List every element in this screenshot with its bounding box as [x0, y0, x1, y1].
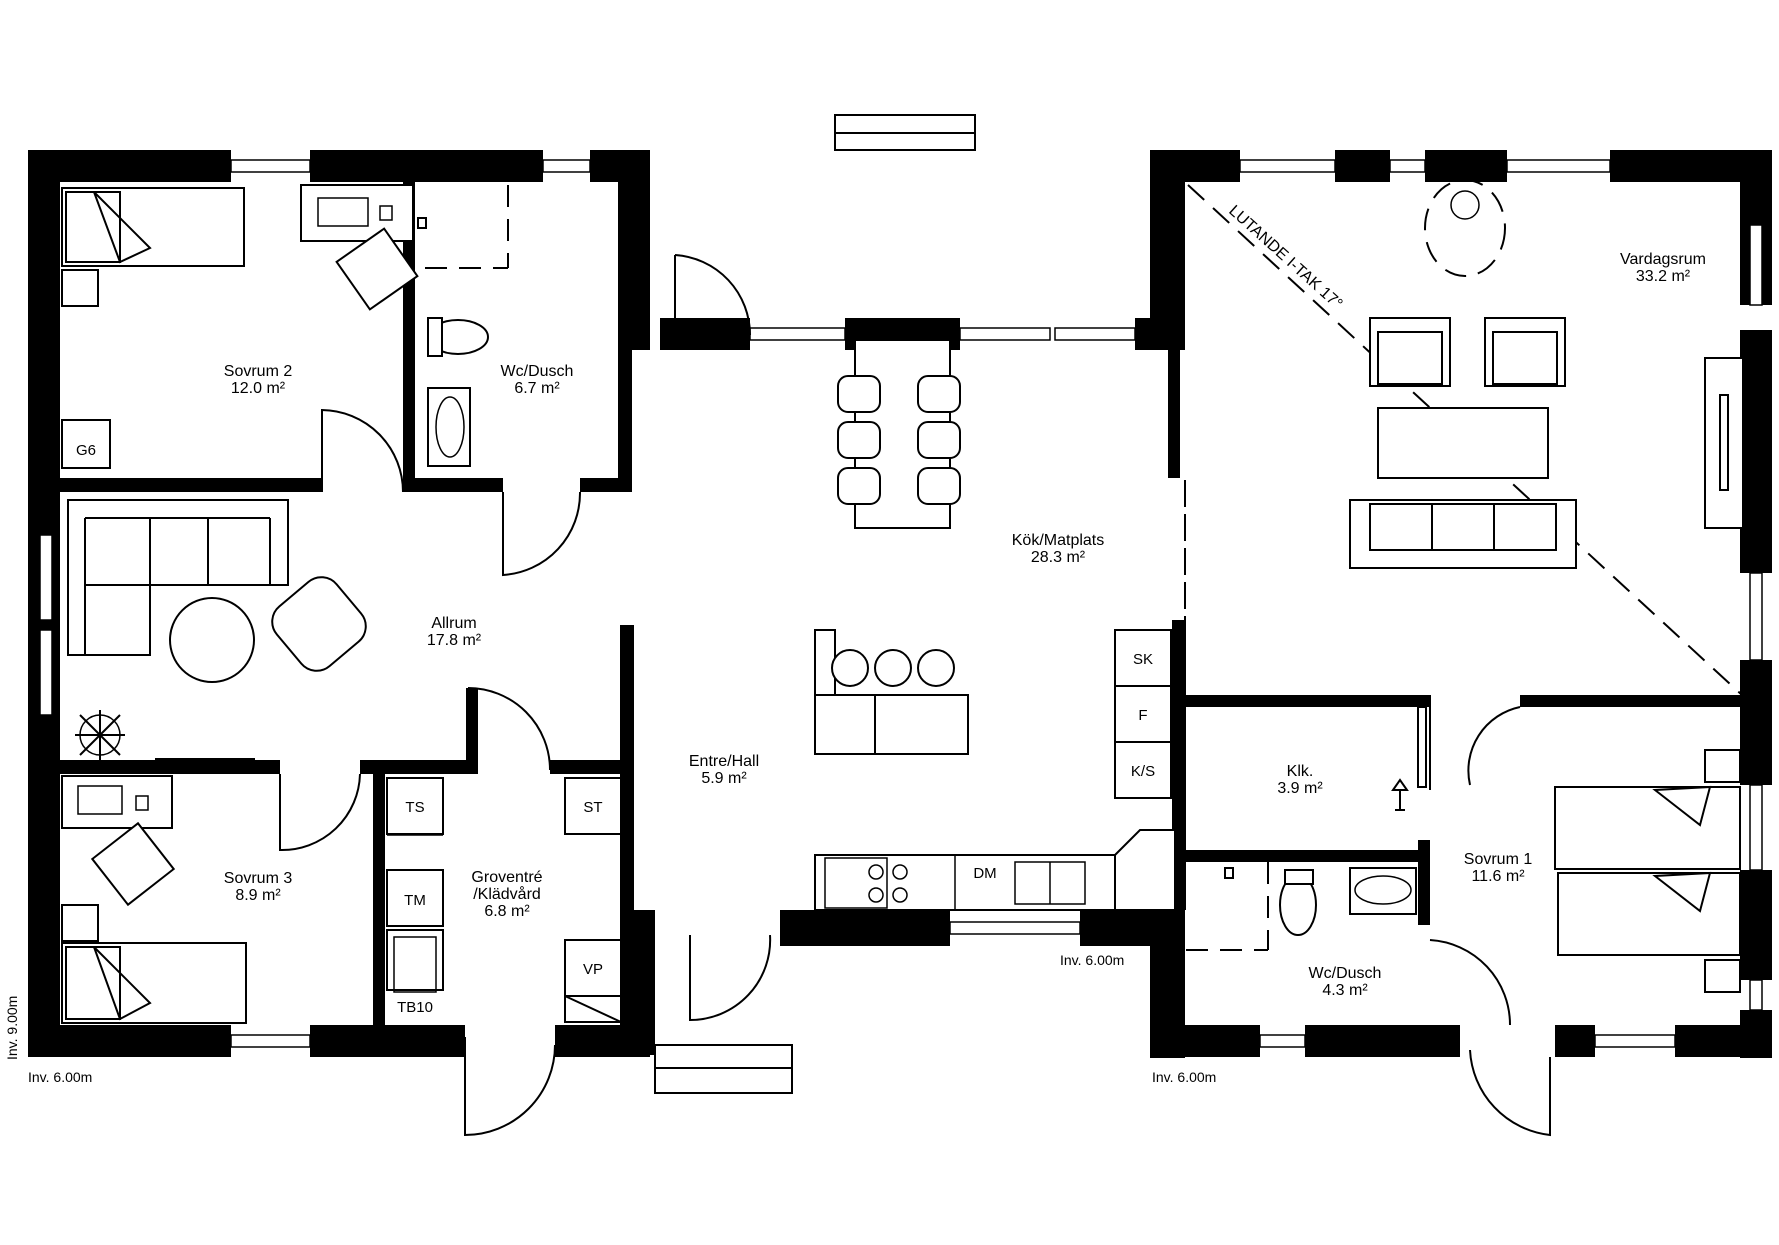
room-sovrum1-name: Sovrum 1 — [1464, 851, 1533, 868]
room-kok-name: Kök/Matplats — [1012, 532, 1104, 549]
room-groventre-name: Groventré — [471, 869, 542, 886]
vardagsrum-furniture — [1349, 179, 1744, 569]
room-vardagsrum-name: Vardagsrum — [1620, 251, 1706, 268]
wc-right-fixtures — [1224, 867, 1417, 936]
inv-vertical: Inv. 9.00m — [4, 996, 20, 1060]
inv-left: Inv. 6.00m — [28, 1069, 92, 1085]
dining-chairs — [837, 375, 961, 505]
room-sovrum3-name: Sovrum 3 — [224, 870, 293, 887]
room-wc-top-area: 6.7 m² — [514, 380, 560, 397]
room-wc-right-area: 4.3 m² — [1322, 982, 1368, 999]
windows — [39, 159, 1763, 1048]
room-sovrum2-area: 12.0 m² — [231, 380, 286, 397]
room-klk-name: Klk. — [1287, 763, 1314, 780]
fixture-g6: G6 — [76, 442, 96, 459]
steps — [654, 114, 976, 1094]
allrum-furniture — [67, 499, 367, 762]
inv-kitchen: Inv. 6.00m — [1060, 952, 1124, 968]
room-vardagsrum-area: 33.2 m² — [1636, 268, 1691, 285]
room-sovrum2-name: Sovrum 2 — [224, 363, 293, 380]
room-wc-right-name: Wc/Dusch — [1309, 965, 1382, 982]
fixture-ks: K/S — [1131, 763, 1155, 780]
sovrum3-furniture — [61, 775, 247, 1024]
wc-top-fixtures — [417, 217, 489, 467]
room-kok-area: 28.3 m² — [1031, 549, 1086, 566]
fixture-f: F — [1138, 707, 1147, 724]
fixture-sk: SK — [1133, 651, 1153, 668]
room-wc-top-name: Wc/Dusch — [501, 363, 574, 380]
sovrum1-furniture — [1391, 749, 1741, 993]
room-entre-name: Entre/Hall — [689, 753, 759, 770]
room-klk-area: 3.9 m² — [1277, 780, 1323, 797]
kitchen-dining: DM SK F K/S — [814, 339, 1176, 911]
fixture-ts: TS — [405, 799, 424, 816]
fixture-st: ST — [583, 799, 602, 816]
interior-walls — [60, 182, 1740, 1030]
fixture-tm: TM — [404, 892, 426, 909]
room-allrum-name: Allrum — [431, 615, 476, 632]
fixture-dm: DM — [973, 865, 996, 882]
doors — [279, 254, 1551, 1137]
room-entre-area: 5.9 m² — [701, 770, 747, 787]
fireplace-icon — [1424, 179, 1506, 277]
fixture-vp: VP — [583, 961, 603, 978]
room-sovrum1-area: 11.6 m² — [1471, 868, 1525, 885]
sovrum2-furniture: G6 — [61, 184, 419, 469]
room-groventre-name2: /Klädvård — [473, 885, 541, 903]
groventre-fixtures: TS TM TB10 ST VP — [386, 777, 622, 1023]
fixture-tb10: TB10 — [397, 999, 433, 1016]
room-allrum-area: 17.8 m² — [427, 632, 482, 649]
room-groventre-area: 6.8 m² — [484, 903, 530, 920]
room-labels: Sovrum 2 12.0 m² Wc/Dusch 6.7 m² Allrum … — [224, 251, 1706, 999]
inv-mid-right: Inv. 6.00m — [1152, 1069, 1216, 1085]
sloped-ceiling-note: LUTANDE I-TAK 17° — [1225, 202, 1345, 313]
plant-icon — [75, 710, 125, 760]
room-sovrum3-area: 8.9 m² — [235, 887, 281, 904]
